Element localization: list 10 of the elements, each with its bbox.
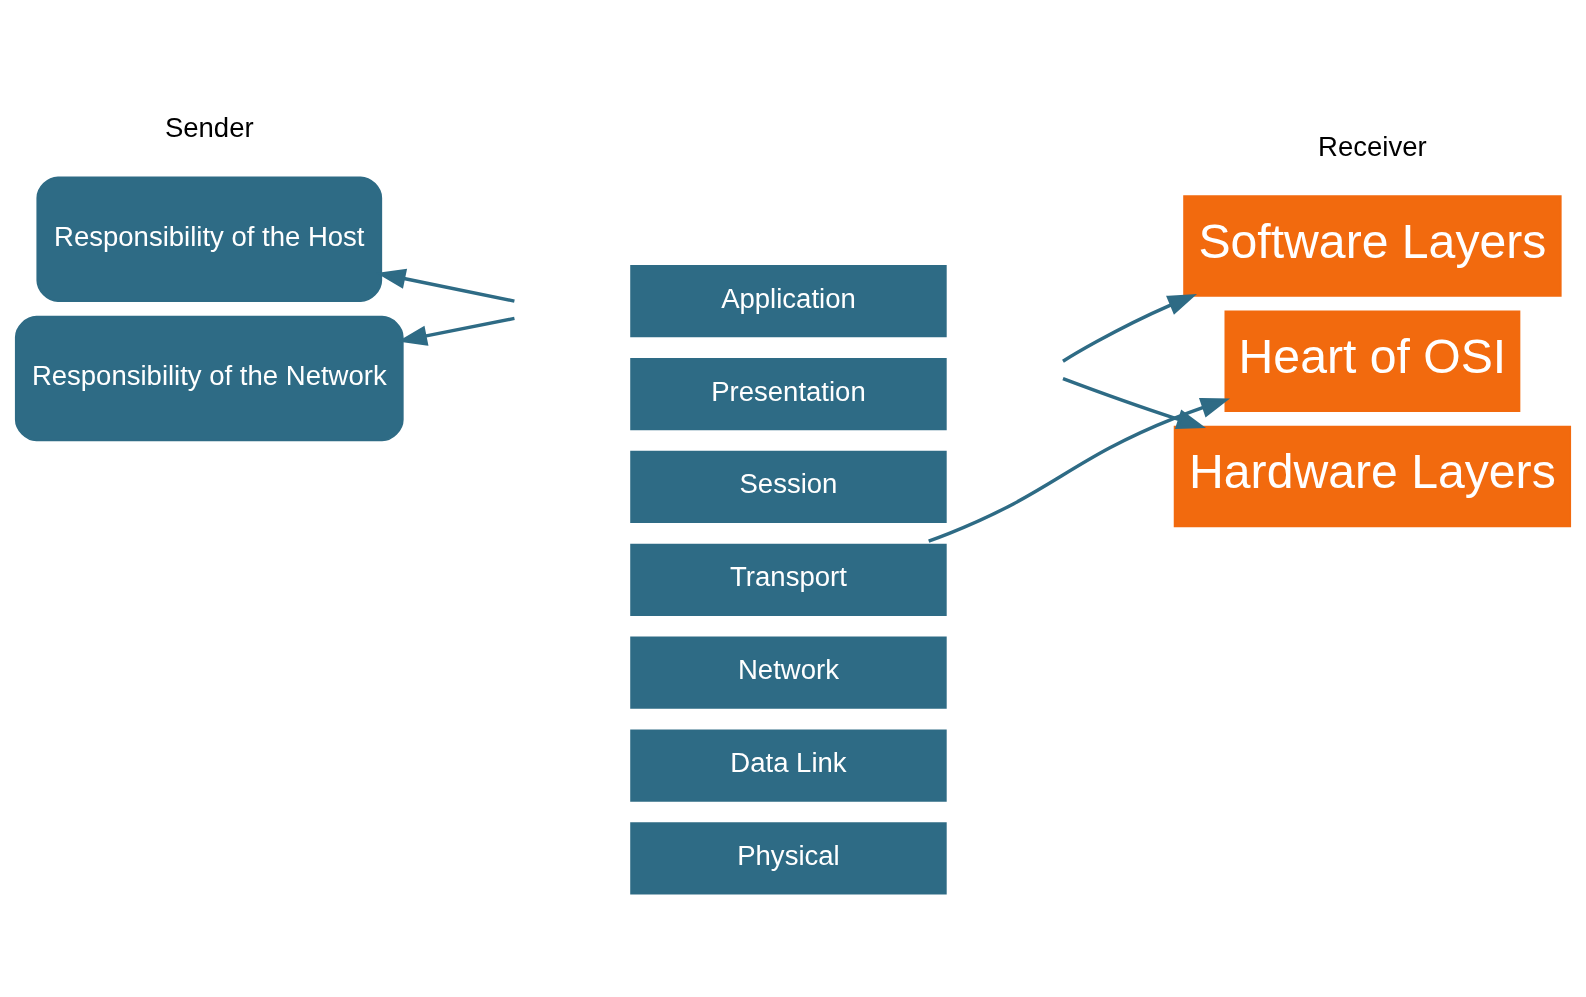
node-box: Hardware Layers — [1173, 425, 1572, 528]
label: Sender — [164, 112, 254, 144]
node-box: Software Layers — [1183, 195, 1562, 297]
node-box: Responsibility of the Network — [14, 315, 404, 442]
node-box: Responsibility of the Host — [36, 176, 383, 302]
arrow — [1062, 294, 1198, 363]
label: Receiver — [1318, 131, 1427, 163]
node-box: Heart of OSI — [1224, 310, 1521, 413]
arrow — [928, 398, 1230, 543]
arrow — [1062, 377, 1206, 429]
